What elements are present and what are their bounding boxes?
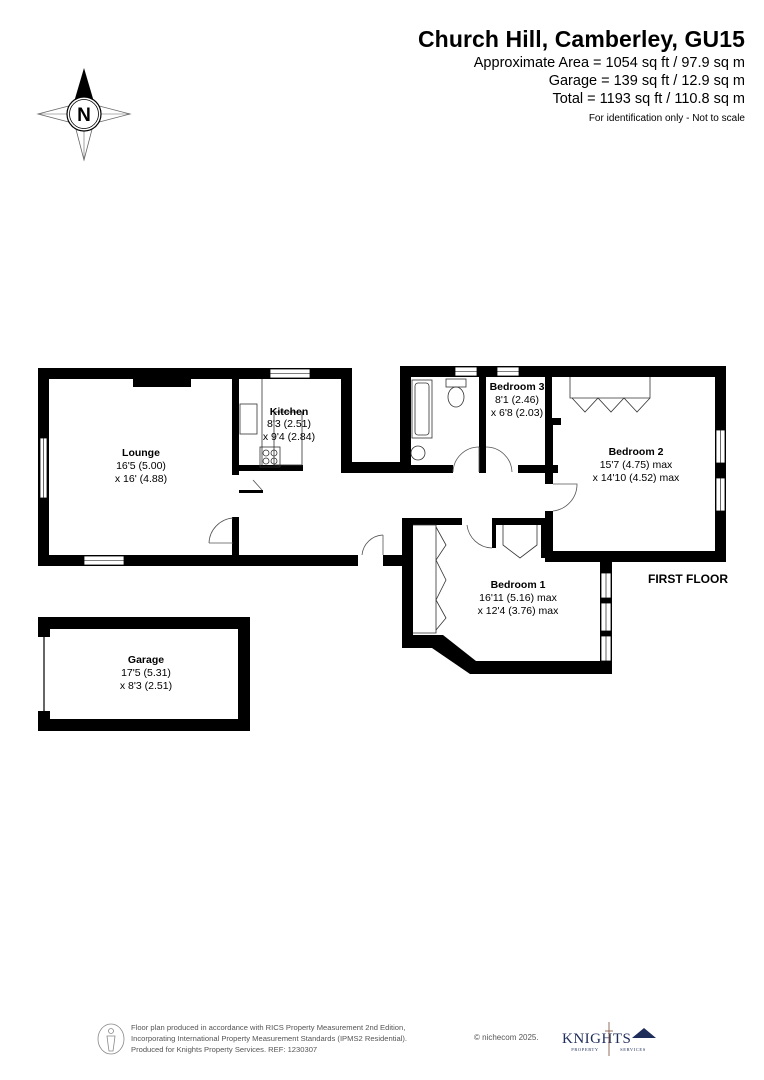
person-info-icon [97,1023,125,1055]
room-dim-bedroom2: 15'7 (4.75) max [600,459,673,471]
property-title: Church Hill, Camberley, GU15 [417,26,745,52]
windows [39,366,726,662]
room-dim-garage: 17'5 (5.31) [121,667,171,679]
room-dim-bedroom1: 16'11 (5.16) max [479,592,557,604]
copyright: © nichecom 2025. [474,1033,539,1042]
hob [259,446,281,468]
fixtures [239,377,651,634]
room-dim-garage: x 8'3 (2.51) [120,680,172,692]
window-panes [43,371,721,661]
room-dim-bedroom1: x 12'4 (3.76) max [478,605,560,617]
room-dim-kitchen: x 9'4 (2.84) [263,431,315,443]
room-name-lounge: Lounge [122,447,160,459]
door-swing [466,524,493,549]
room-dim-bedroom2: x 14'10 (4.52) max [593,472,680,484]
compass-letter: N [77,105,91,126]
logo-sub-right: SERVICES [620,1047,646,1052]
footer-line: Produced for Knights Property Services. … [131,1045,318,1054]
room-dim-kitchen: 8'3 (2.51) [267,418,311,430]
total-area: Total = 1193 sq ft / 110.8 sq m [552,91,745,107]
room-dim-lounge: x 16' (4.88) [115,473,167,485]
approximate-area: Approximate Area = 1054 sq ft / 97.9 sq … [473,55,745,71]
plan-header: Church Hill, Camberley, GU15 Approximate… [418,24,745,126]
door-swing [552,483,578,512]
room-name-garage: Garage [128,654,164,666]
basin [410,445,426,461]
room-dim-lounge: 16'5 (5.00) [116,460,166,472]
room-name-bedroom3: Bedroom 3 [490,381,545,393]
room-dim-bedroom3: 8'1 (2.46) [495,394,539,406]
doors [208,446,578,556]
footer: Floor plan produced in accordance with R… [96,1020,676,1060]
room-name-bedroom1: Bedroom 1 [491,579,546,591]
toilet [447,386,465,408]
door-swing [361,534,384,556]
garage-walls [38,617,250,731]
north-compass-icon: N [36,68,132,162]
footer-notes: Floor plan produced in accordance with R… [131,1022,407,1055]
room-name-kitchen: Kitchen [270,406,309,418]
room-name-bedroom2: Bedroom 2 [609,446,664,458]
knights-logo: KNIGHTS PROPERTY SERVICES [562,1022,656,1056]
cupboard-door [252,479,263,491]
room-dim-bedroom3: x 6'8 (2.03) [491,407,543,419]
logo-main: KNIGHTS [562,1031,631,1047]
bath [411,379,433,439]
sink [239,403,258,435]
garage-area: Garage = 139 sq ft / 12.9 sq m [548,73,745,89]
door-swing [452,446,480,473]
scale-disclaimer: For identification only - Not to scale [588,113,745,124]
door-swing [208,517,234,544]
door-swing [485,446,513,473]
logo-sub-left: PROPERTY [571,1047,599,1052]
floor-label: FIRST FLOOR [648,572,728,586]
footer-line: Floor plan produced in accordance with R… [131,1023,406,1032]
footer-line: Incorporating International Property Mea… [131,1034,408,1043]
